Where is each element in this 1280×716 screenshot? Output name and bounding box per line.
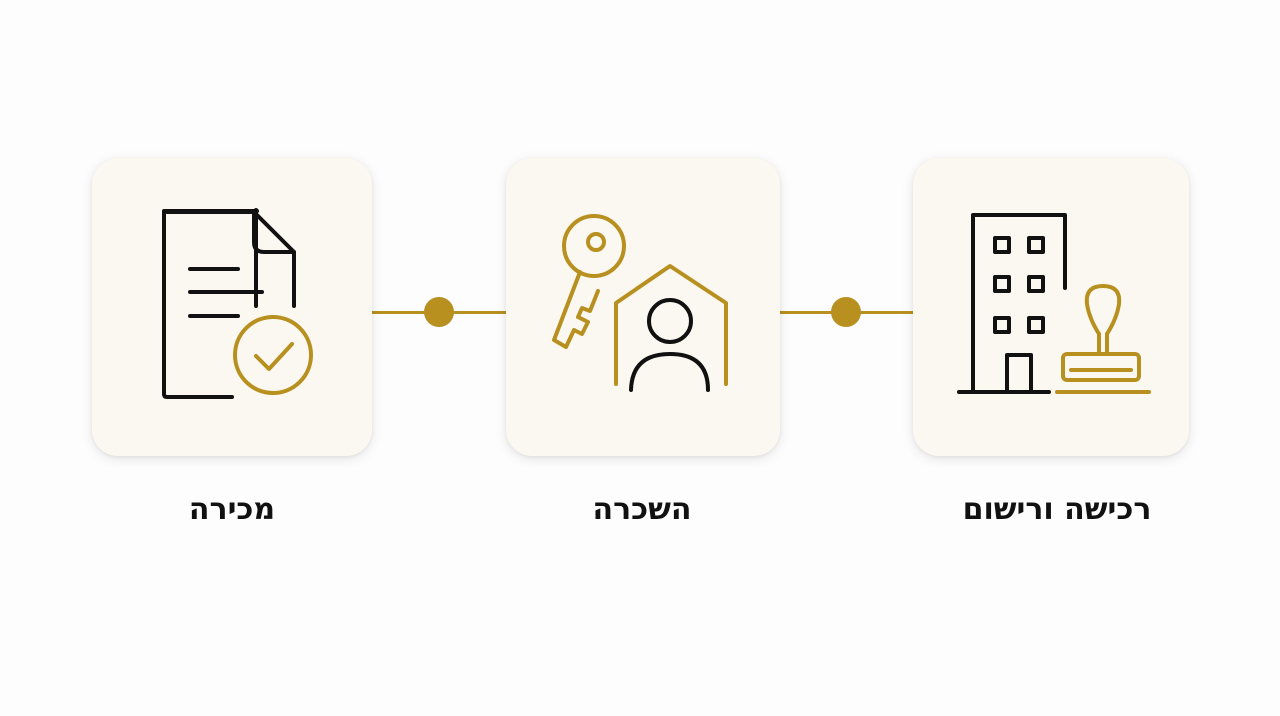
step-card-purchase [913, 158, 1189, 456]
document-check-icon [162, 208, 313, 399]
step-label-rental: השכרה [592, 492, 692, 527]
connector-dot-rental-purchase [831, 297, 861, 327]
building-stamp-icon [957, 213, 1151, 394]
connector-dot-sale-rental [424, 297, 454, 327]
key-house-person-icon [552, 214, 728, 392]
step-label-sale: מכירה [188, 492, 276, 527]
step-card-sale [92, 158, 372, 456]
step-label-purchase: רכישה ורישום [962, 492, 1152, 527]
step-card-rental [506, 158, 780, 456]
